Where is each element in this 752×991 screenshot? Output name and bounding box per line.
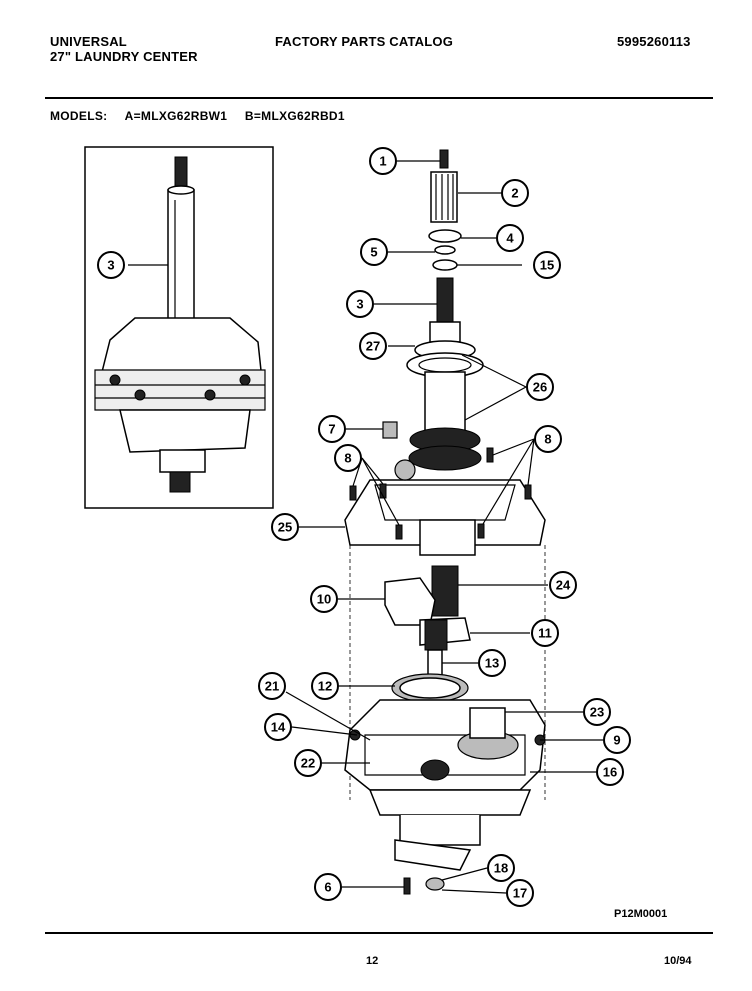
callout-7: 7: [318, 415, 346, 443]
footer-date: 10/94: [664, 955, 692, 967]
callout-8-right: 8: [534, 425, 562, 453]
part-tube: [408, 371, 482, 471]
svg-text:26: 26: [533, 380, 547, 395]
callout-11: 11: [531, 619, 559, 647]
figure-id: P12M0001: [614, 908, 667, 920]
callout-4: 4: [496, 224, 524, 252]
callout-24: 24: [549, 571, 577, 599]
svg-text:11: 11: [538, 626, 552, 641]
part-agitator-shaft: [429, 277, 461, 343]
leader-lines: [285, 160, 603, 894]
callout-6: 6: [314, 873, 342, 901]
svg-text:1: 1: [379, 154, 386, 169]
svg-text:2: 2: [511, 186, 518, 201]
page-number: 12: [366, 955, 379, 967]
svg-text:7: 7: [328, 422, 335, 437]
svg-text:16: 16: [603, 765, 617, 780]
callout-5: 5: [360, 238, 388, 266]
svg-text:22: 22: [301, 756, 315, 771]
callout-22: 22: [294, 749, 322, 777]
svg-text:21: 21: [265, 679, 279, 694]
callout-2: 2: [501, 179, 529, 207]
part-plug: [382, 421, 398, 439]
callout-18: 18: [487, 854, 515, 882]
svg-text:14: 14: [271, 720, 286, 735]
svg-text:17: 17: [513, 886, 527, 901]
callout-25: 25: [271, 513, 299, 541]
catalog-title: FACTORY PARTS CATALOG: [275, 34, 454, 49]
part-screw-6: [403, 877, 411, 895]
callout-8-left: 8: [334, 444, 362, 472]
callout-16: 16: [596, 758, 624, 786]
part-pinion: [424, 619, 448, 651]
callout-17: 17: [506, 879, 534, 907]
callout-23: 23: [583, 698, 611, 726]
product-name: 27" LAUNDRY CENTER: [50, 49, 198, 64]
callout-9: 9: [603, 726, 631, 754]
svg-text:23: 23: [590, 705, 604, 720]
svg-text:4: 4: [506, 231, 514, 246]
svg-text:3: 3: [356, 297, 363, 312]
svg-text:15: 15: [540, 258, 554, 273]
brand-name: UNIVERSAL: [50, 34, 127, 49]
part-washer-15: [432, 259, 458, 271]
part-lower-housing: [344, 699, 546, 871]
model-a: A=MLXG62RBW1: [124, 109, 228, 123]
svg-text:8: 8: [344, 451, 351, 466]
part-bearing: [406, 340, 484, 378]
callout-15: 15: [533, 251, 561, 279]
callout-26: 26: [526, 373, 554, 401]
svg-text:12: 12: [318, 679, 332, 694]
callout-21: 21: [258, 672, 286, 700]
footer-rule: [45, 932, 713, 934]
part-spline-sleeve: [430, 171, 458, 223]
callout-3-inset: 3: [97, 251, 125, 279]
part-screw-top: [439, 149, 449, 169]
part-ring-5: [434, 245, 456, 255]
svg-text:3: 3: [107, 258, 114, 273]
svg-text:8: 8: [544, 432, 551, 447]
models-line: MODELS: A=MLXG62RBW1 B=MLXG62RBD1: [50, 109, 359, 123]
svg-text:27: 27: [366, 339, 380, 354]
header-rule: [45, 97, 713, 99]
svg-text:10: 10: [317, 592, 331, 607]
part-cam-plate: [384, 577, 436, 626]
callout-13: 13: [478, 649, 506, 677]
callout-14: 14: [264, 713, 292, 741]
svg-text:9: 9: [613, 733, 620, 748]
svg-text:18: 18: [494, 861, 508, 876]
callout-10: 10: [310, 585, 338, 613]
part-gear-24: [431, 565, 459, 617]
catalog-number: 5995260113: [617, 34, 691, 49]
models-label: MODELS:: [50, 109, 108, 123]
inset-transmission-view: [84, 146, 274, 509]
callout-12: 12: [311, 672, 339, 700]
callout-27: 27: [359, 332, 387, 360]
model-b: B=MLXG62RBD1: [244, 109, 345, 123]
part-seal-18: [425, 877, 445, 891]
part-ring-4: [428, 229, 462, 243]
svg-text:5: 5: [370, 245, 377, 260]
callout-3: 3: [346, 290, 374, 318]
svg-text:25: 25: [278, 520, 292, 535]
svg-text:6: 6: [324, 880, 331, 895]
svg-text:13: 13: [485, 656, 499, 671]
callout-1: 1: [369, 147, 397, 175]
svg-text:24: 24: [556, 578, 571, 593]
